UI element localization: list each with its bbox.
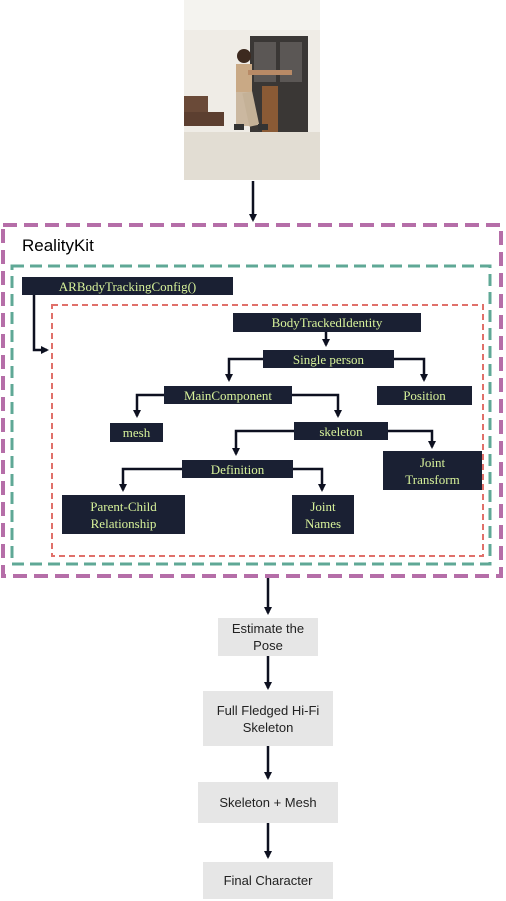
parent-child-relationship-node: Parent-Child Relationship [62, 495, 185, 534]
definition-node: Definition [182, 460, 293, 478]
realitykit-label: RealityKit [22, 236, 94, 255]
skeleton-node: skeleton [294, 422, 388, 440]
estimate-pose-step: Estimate the Pose [218, 618, 318, 656]
joint-transform-node: Joint Transform [383, 451, 482, 490]
realitykit-container [1, 223, 503, 578]
final-character-step: Final Character [203, 862, 333, 899]
input-photo [184, 0, 320, 180]
bodytrackedidentity-node: BodyTrackedIdentity [233, 313, 421, 332]
maincomponent-node: MainComponent [164, 386, 292, 404]
arbodytrackingconfig-node: ARBodyTrackingConfig() [22, 277, 233, 295]
bodytracked-container [51, 304, 484, 557]
position-node: Position [377, 386, 472, 405]
joint-names-node: Joint Names [292, 495, 354, 534]
mesh-node: mesh [110, 423, 163, 442]
single-person-node: Single person [263, 350, 394, 368]
full-fledged-skeleton-step: Full Fledged Hi-Fi Skeleton [203, 691, 333, 746]
skeleton-mesh-step: Skeleton + Mesh [198, 782, 338, 823]
person-photo-illustration [184, 0, 320, 180]
arbody-container [10, 264, 492, 566]
